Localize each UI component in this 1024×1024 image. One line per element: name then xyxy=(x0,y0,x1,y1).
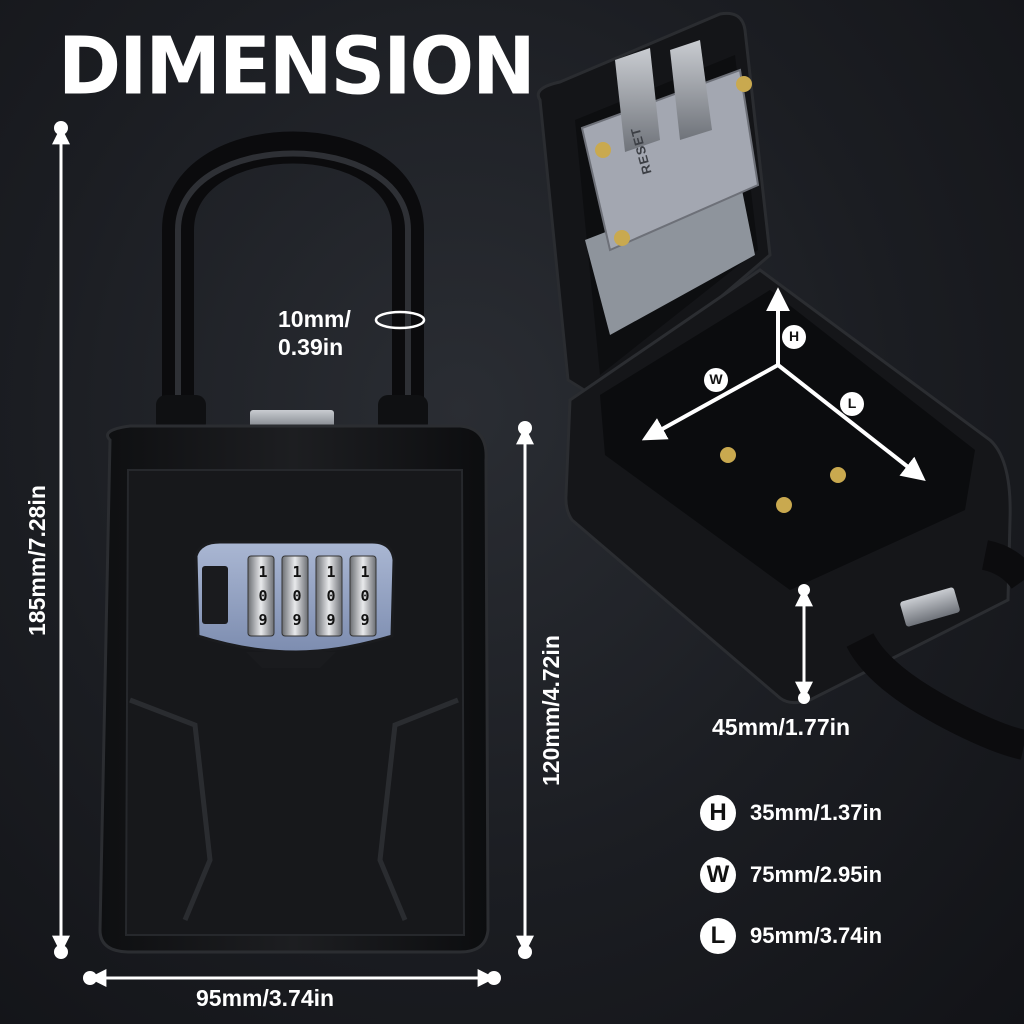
combination-dials xyxy=(247,555,377,637)
dial-digit-top: 1 xyxy=(292,563,302,581)
shackle-thickness-mm: 10mm/ xyxy=(278,306,351,332)
dial-digit-top: 1 xyxy=(360,563,370,581)
shackle-thickness-in: 0.39in xyxy=(278,333,344,360)
legend-value-l: 95mm/3.74in xyxy=(750,923,883,948)
dial-digit-top: 1 xyxy=(258,563,268,581)
legend-value-h: 35mm/1.37in xyxy=(750,800,883,825)
legend-value-w: 75mm/2.95in xyxy=(750,862,883,887)
dial-digit-bottom: 9 xyxy=(292,611,302,629)
total-height-label: 185mm/7.28in xyxy=(24,485,50,636)
axis-l-label: L xyxy=(847,395,857,411)
dial-digit-middle: 0 xyxy=(326,587,336,605)
dial-digit-middle: 0 xyxy=(292,587,302,605)
dial-digit-bottom: 9 xyxy=(258,611,268,629)
width-label: 95mm/3.74in xyxy=(196,985,335,1011)
lid-depth-label: 45mm/1.77in xyxy=(712,714,851,740)
legend-key-l: L xyxy=(700,918,736,954)
legend-row-w: W 75mm/2.95in xyxy=(700,857,882,893)
axis-h-label: H xyxy=(788,328,800,344)
legend-key-w: W xyxy=(700,857,736,893)
dial-digit-bottom: 9 xyxy=(360,611,370,629)
lockbox-front xyxy=(98,131,490,954)
legend-row-l: L 95mm/3.74in xyxy=(700,918,882,954)
lockbox-open xyxy=(536,11,1024,760)
page-title: DIMENSION xyxy=(58,18,536,113)
body-height-label: 120mm/4.72in xyxy=(538,635,564,786)
legend-key-h: H xyxy=(700,795,736,831)
dial-digit-middle: 0 xyxy=(258,587,268,605)
dial-digit-middle: 0 xyxy=(360,587,370,605)
dial-digit-bottom: 9 xyxy=(326,611,336,629)
legend-row-h: H 35mm/1.37in xyxy=(700,795,882,831)
axis-w-label: W xyxy=(709,371,723,387)
dial-digit-top: 1 xyxy=(326,563,336,581)
dimension-lines xyxy=(52,121,926,987)
